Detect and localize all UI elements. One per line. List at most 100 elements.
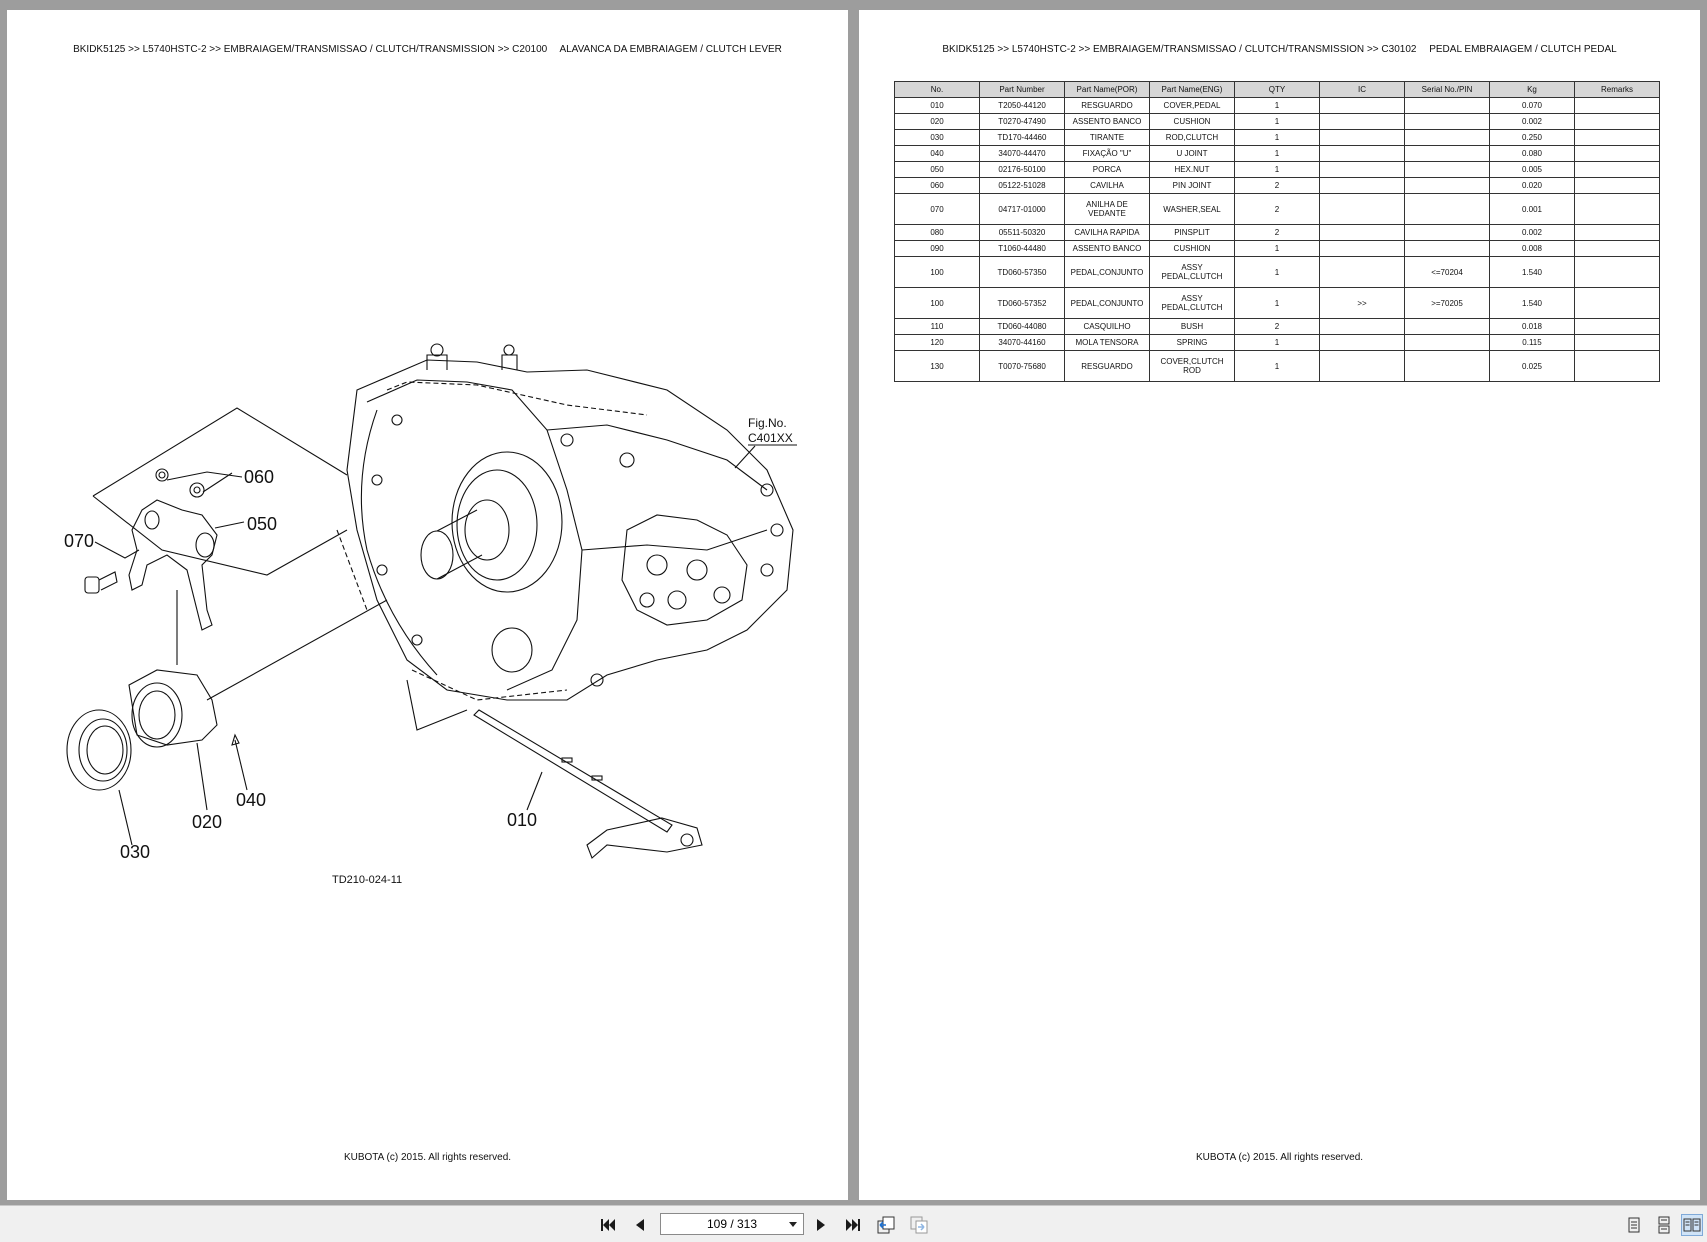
- cell-ic: [1319, 240, 1405, 257]
- cell-remarks: [1574, 145, 1660, 162]
- cell-no: 080: [894, 224, 980, 241]
- column-header-remarks: Remarks: [1574, 81, 1660, 98]
- breadcrumb-section: EMBRAIAGEM/TRANSMISSAO / CLUTCH/TRANSMIS…: [1093, 44, 1365, 55]
- first-page-icon: [601, 1219, 615, 1231]
- cell-qty: 1: [1234, 334, 1320, 351]
- cell-part-name-por: ANILHA DE VEDANTE: [1064, 193, 1150, 225]
- cell-serial: [1404, 350, 1490, 382]
- cell-remarks: [1574, 177, 1660, 194]
- cell-part-name-eng: ASSY PEDAL,CLUTCH: [1149, 256, 1235, 288]
- cell-part-name-por: PORCA: [1064, 161, 1150, 178]
- copyright-footer: KUBOTA (c) 2015. All rights reserved.: [343, 1152, 512, 1163]
- breadcrumb: BKIDK5125 >> L5740HSTC-2 >> EMBRAIAGEM/T…: [859, 44, 1700, 55]
- chevron-down-icon[interactable]: [789, 1222, 797, 1227]
- previous-page-button[interactable]: [629, 1214, 651, 1236]
- cell-part-name-por: CASQUILHO: [1064, 318, 1150, 335]
- cell-no: 070: [894, 193, 980, 225]
- cell-part-name-eng: SPRING: [1149, 334, 1235, 351]
- first-page-button[interactable]: [597, 1214, 619, 1236]
- page-indicator: 109 / 313: [706, 1217, 758, 1231]
- cell-ic: [1319, 350, 1405, 382]
- cell-part-name-por: ASSENTO BANCO: [1064, 240, 1150, 257]
- cell-no: 050: [894, 161, 980, 178]
- cell-serial: [1404, 161, 1490, 178]
- cell-no: 090: [894, 240, 980, 257]
- cell-part-name-eng: BUSH: [1149, 318, 1235, 335]
- callout-030: 030: [120, 842, 150, 862]
- cell-part-name-eng: ROD,CLUTCH: [1149, 129, 1235, 146]
- right-page: BKIDK5125 >> L5740HSTC-2 >> EMBRAIAGEM/T…: [859, 10, 1700, 1200]
- cell-no: 020: [894, 113, 980, 130]
- cell-no: 100: [894, 256, 980, 288]
- cell-part-name-por: CAVILHA: [1064, 177, 1150, 194]
- cell-kg: 0.250: [1489, 129, 1575, 146]
- column-header-part-number: Part Number: [979, 81, 1065, 98]
- cell-part-name-eng: ASSY PEDAL,CLUTCH: [1149, 287, 1235, 319]
- next-page-button[interactable]: [810, 1214, 832, 1236]
- cell-kg: 0.002: [1489, 224, 1575, 241]
- single-page-view-button[interactable]: [1623, 1214, 1645, 1236]
- cell-part-number: 34070-44470: [979, 145, 1065, 162]
- cell-remarks: [1574, 193, 1660, 225]
- seal-ring: [66, 709, 132, 791]
- cell-qty: 1: [1234, 287, 1320, 319]
- cell-ic: [1319, 318, 1405, 335]
- cell-serial: [1404, 113, 1490, 130]
- breadcrumb-separator: >>: [497, 44, 510, 55]
- cell-part-number: T2050-44120: [979, 97, 1065, 114]
- cell-serial: [1404, 240, 1490, 257]
- cell-kg: 1.540: [1489, 256, 1575, 288]
- cell-part-number: T1060-44480: [979, 240, 1065, 257]
- cell-part-name-eng: COVER,CLUTCH ROD: [1149, 350, 1235, 382]
- go-back-icon: [877, 1216, 895, 1234]
- single-page-view-icon: [1628, 1217, 1640, 1233]
- breadcrumb-separator: >>: [997, 44, 1010, 55]
- two-page-view-button[interactable]: [1681, 1214, 1703, 1236]
- cell-ic: [1319, 177, 1405, 194]
- go-forward-button[interactable]: [908, 1214, 930, 1236]
- two-page-view-icon: [1683, 1218, 1701, 1232]
- continuous-view-button[interactable]: [1653, 1214, 1675, 1236]
- breadcrumb-model: BKIDK5125: [942, 44, 995, 55]
- cell-kg: 0.080: [1489, 145, 1575, 162]
- cell-serial: <=70204: [1404, 256, 1490, 288]
- column-header-part-name-eng: Part Name(ENG): [1149, 81, 1235, 98]
- clutch-fork: [128, 468, 218, 631]
- clutch-rod: [473, 709, 703, 859]
- cell-part-number: 34070-44160: [979, 334, 1065, 351]
- cell-remarks: [1574, 129, 1660, 146]
- fig-number: C401XX: [748, 431, 793, 445]
- bolt: [84, 571, 118, 594]
- last-page-button[interactable]: [842, 1214, 864, 1236]
- cell-part-name-eng: CUSHION: [1149, 113, 1235, 130]
- go-back-button[interactable]: [875, 1214, 897, 1236]
- release-bearing: [128, 669, 240, 748]
- column-header-ic: IC: [1319, 81, 1405, 98]
- cell-ic: [1319, 256, 1405, 288]
- column-header-qty: QTY: [1234, 81, 1320, 98]
- cell-qty: 2: [1234, 193, 1320, 225]
- go-forward-icon: [910, 1216, 928, 1234]
- breadcrumb-section: EMBRAIAGEM/TRANSMISSAO / CLUTCH/TRANSMIS…: [223, 44, 495, 55]
- cell-remarks: [1574, 240, 1660, 257]
- cell-ic: [1319, 113, 1405, 130]
- cell-remarks: [1574, 224, 1660, 241]
- cell-ic: [1319, 334, 1405, 351]
- page-number-input[interactable]: 109 / 313: [660, 1213, 804, 1235]
- cell-kg: 1.540: [1489, 287, 1575, 319]
- cell-serial: [1404, 193, 1490, 225]
- cell-qty: 1: [1234, 113, 1320, 130]
- cell-kg: 0.020: [1489, 177, 1575, 194]
- cell-part-number: TD060-57350: [979, 256, 1065, 288]
- cell-no: 010: [894, 97, 980, 114]
- cell-serial: [1404, 97, 1490, 114]
- breadcrumb-variant: L5740HSTC-2: [142, 44, 207, 55]
